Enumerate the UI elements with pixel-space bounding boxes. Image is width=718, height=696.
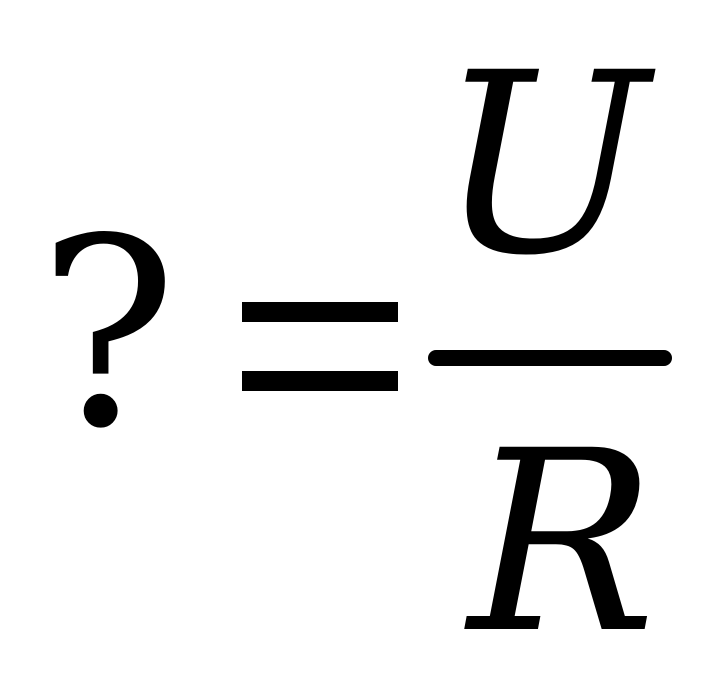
fraction-bar [428,350,672,366]
equals-bottom-bar [242,371,398,391]
unknown-symbol: ? [38,184,178,486]
equals-top-bar [242,302,398,322]
numerator: U [438,19,649,310]
denominator: R [468,397,657,688]
